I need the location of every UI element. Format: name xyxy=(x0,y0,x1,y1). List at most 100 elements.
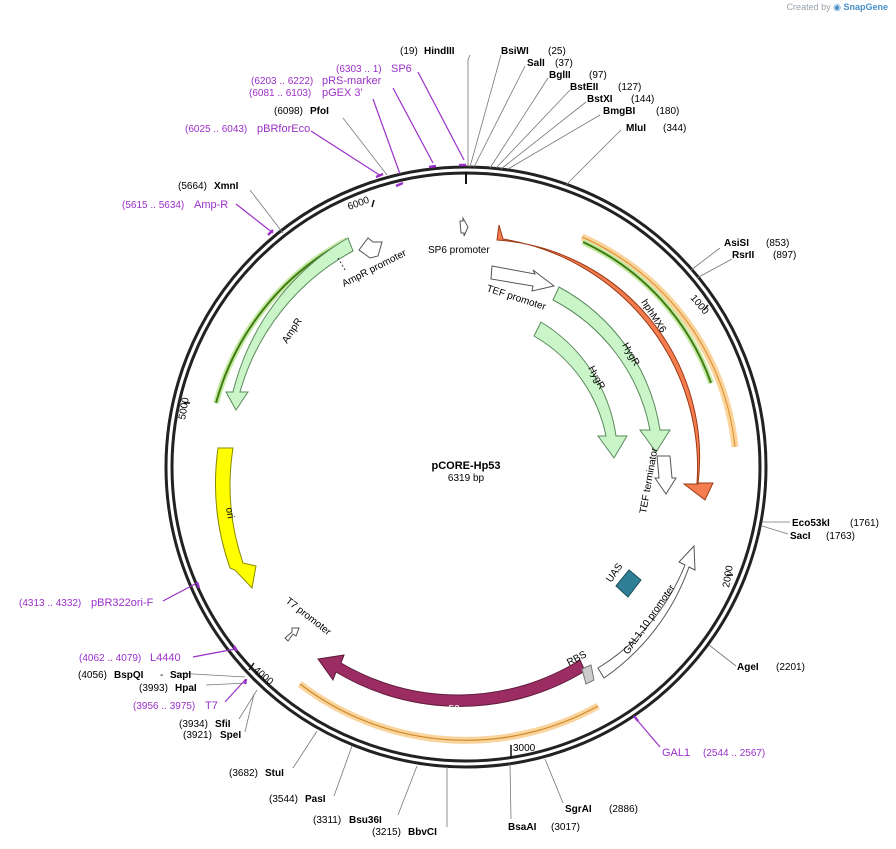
primer-name-t7[interactable]: T7 xyxy=(205,700,218,712)
primer-range-pbr322ori-f: (4313 .. 4332) xyxy=(19,598,81,609)
enzyme-name-sgrai[interactable]: SgrAI xyxy=(565,804,592,815)
tick-label-4000: 4000 xyxy=(251,665,275,688)
tick-marks xyxy=(184,199,733,758)
enzyme-name-eco53ki[interactable]: Eco53kI xyxy=(792,518,830,529)
enzyme-pos-saci: (1763) xyxy=(826,531,855,542)
primer-name-pbrforeco[interactable]: pBRforEco xyxy=(257,123,310,135)
primer-markers xyxy=(195,163,639,722)
enzyme-pos-sfii: (3934) xyxy=(179,719,208,730)
enzyme-name-xmni[interactable]: XmnI xyxy=(214,181,239,192)
primer-range-prs-marker: (6203 .. 6222) xyxy=(251,76,313,87)
enzyme-name-asisi[interactable]: AsiSI xyxy=(724,238,749,249)
enzyme-name-bsiwi[interactable]: BsiWI xyxy=(501,46,529,57)
enzyme-pos-hpai: (3993) xyxy=(139,683,168,694)
feature-sp6-promoter[interactable] xyxy=(459,216,469,237)
enzyme-name-agei[interactable]: AgeI xyxy=(737,662,759,673)
primer-range-pgex-3: (6081 .. 6103) xyxy=(249,88,311,99)
enzyme-name-rsrii[interactable]: RsrII xyxy=(732,250,754,261)
enzyme-pos-bbvci: (3215) xyxy=(372,827,401,838)
enzyme-dash-sapi: - xyxy=(160,670,163,681)
feature-hygr-outer[interactable] xyxy=(552,286,671,453)
feature-label-ampr: AmpR xyxy=(280,316,304,345)
enzyme-pos-bsteii: (127) xyxy=(618,82,641,93)
enzyme-name-sfii[interactable]: SfiI xyxy=(215,719,231,730)
feature-label-sp6-promoter: SP6 promoter xyxy=(428,245,490,256)
feature-ampr[interactable] xyxy=(225,237,354,411)
enzyme-pos-bglii: (97) xyxy=(589,70,607,81)
enzyme-name-bbvci[interactable]: BbvCI xyxy=(408,827,437,838)
enzyme-name-pasi[interactable]: PasI xyxy=(305,794,326,805)
primer-range-pbrforeco: (6025 .. 6043) xyxy=(185,124,247,135)
enzyme-name-bsteii[interactable]: BstEII xyxy=(570,82,599,93)
primer-range-t7: (3956 .. 3975) xyxy=(133,701,195,712)
primer-name-prs-marker[interactable]: pRS-marker xyxy=(322,75,382,87)
primer-range-sp6: (6303 .. 1) xyxy=(336,64,382,75)
feature-hphmx6[interactable] xyxy=(496,224,714,501)
enzyme-pos-stui: (3682) xyxy=(229,768,258,779)
tick-label-2000: 2000 xyxy=(721,564,736,588)
primer-name-pbr322ori-f[interactable]: pBR322ori-F xyxy=(91,597,154,609)
feature-label-ori: ori xyxy=(223,507,236,520)
enzyme-pos-bstxi: (144) xyxy=(631,94,654,105)
feature-tef-terminator[interactable] xyxy=(654,455,677,495)
primer-name-gal1[interactable]: GAL1 xyxy=(662,747,690,759)
enzyme-name-bsaai[interactable]: BsaAI xyxy=(508,822,537,833)
primer-name-amp-r[interactable]: Amp-R xyxy=(194,199,228,211)
enzyme-pos-sgrai: (2886) xyxy=(609,804,638,815)
primer-name-sp6[interactable]: SP6 xyxy=(391,63,412,75)
enzyme-pos-asisi: (853) xyxy=(766,238,789,249)
feature-ori[interactable] xyxy=(215,447,257,590)
primer-name-l4440[interactable]: L4440 xyxy=(150,652,181,664)
enzyme-name-stui[interactable]: StuI xyxy=(265,768,284,779)
ampr-promoter-junction xyxy=(337,257,346,271)
snapgene-wordmark: SnapGene xyxy=(843,2,888,12)
enzyme-pos-agei: (2201) xyxy=(776,662,805,673)
enzyme-name-bsu36i[interactable]: Bsu36I xyxy=(349,815,382,826)
feature-rbs[interactable] xyxy=(581,664,595,685)
enzyme-pos-bsiwi: (25) xyxy=(548,46,566,57)
feature-hygr-inner[interactable] xyxy=(533,321,628,459)
orf-line-right-green xyxy=(582,241,712,384)
enzyme-name-bstxi[interactable]: BstXI xyxy=(587,94,613,105)
orf-line-bottom xyxy=(299,683,599,741)
enzyme-pos-bspqi: (4056) xyxy=(78,670,107,681)
enzyme-pos-pasi: (3544) xyxy=(269,794,298,805)
enzyme-name-sali[interactable]: SalI xyxy=(527,58,545,69)
enzyme-pos-rsrii: (897) xyxy=(773,250,796,261)
enzyme-name-saci[interactable]: SacI xyxy=(790,531,811,542)
primer-range-gal1: (2544 .. 2567) xyxy=(703,748,765,759)
enzyme-name-bglii[interactable]: BglII xyxy=(549,70,571,81)
feature-p53[interactable] xyxy=(317,654,586,707)
created-by-text: Created by xyxy=(786,2,831,12)
enzyme-pos-hindiii: (19) xyxy=(400,46,418,57)
backbone-outer-strand xyxy=(164,165,768,769)
plasmid-name: pCORE-Hp53 xyxy=(431,460,500,472)
primer-labels: (6303 .. 1) SP6 (6203 .. 6222) pRS-marke… xyxy=(19,63,765,759)
feature-t7-promoter[interactable] xyxy=(284,627,300,642)
snapgene-logo-icon: ◉ xyxy=(833,2,841,12)
enzyme-name-hindiii[interactable]: HindIII xyxy=(424,46,455,57)
enzyme-name-mlui[interactable]: MluI xyxy=(626,123,646,134)
feature-gal110-promoter[interactable] xyxy=(597,544,696,679)
feature-ampr-promoter[interactable] xyxy=(358,237,383,259)
feature-tef-promoter[interactable] xyxy=(490,265,556,292)
feature-label-t7-promoter: T7 promoter xyxy=(283,596,333,639)
tick-label-3000: 3000 xyxy=(513,743,536,754)
primer-range-amp-r: (5615 .. 5634) xyxy=(122,200,184,211)
feature-label-p53: p53 xyxy=(443,704,460,715)
enzyme-name-hpai[interactable]: HpaI xyxy=(175,683,197,694)
enzyme-labels: (19) HindIII BsiWI (25) SalI (37) BglII … xyxy=(78,46,879,838)
enzyme-pos-eco53ki: (1761) xyxy=(850,518,879,529)
primer-leader-lines xyxy=(162,71,661,748)
enzyme-name-bmgbi[interactable]: BmgBI xyxy=(603,106,635,117)
feature-uas[interactable] xyxy=(615,569,642,598)
orf-line-right xyxy=(581,236,736,448)
primer-name-pgex-3[interactable]: pGEX 3' xyxy=(322,87,363,99)
enzyme-name-pfoi[interactable]: PfoI xyxy=(310,106,329,117)
enzyme-name-bspqi[interactable]: BspQI xyxy=(114,670,144,681)
enzyme-name-spei[interactable]: SpeI xyxy=(220,730,241,741)
enzyme-name-sapi[interactable]: SapI xyxy=(170,670,191,681)
enzyme-pos-mlui: (344) xyxy=(663,123,686,134)
enzyme-pos-spei: (3921) xyxy=(183,730,212,741)
